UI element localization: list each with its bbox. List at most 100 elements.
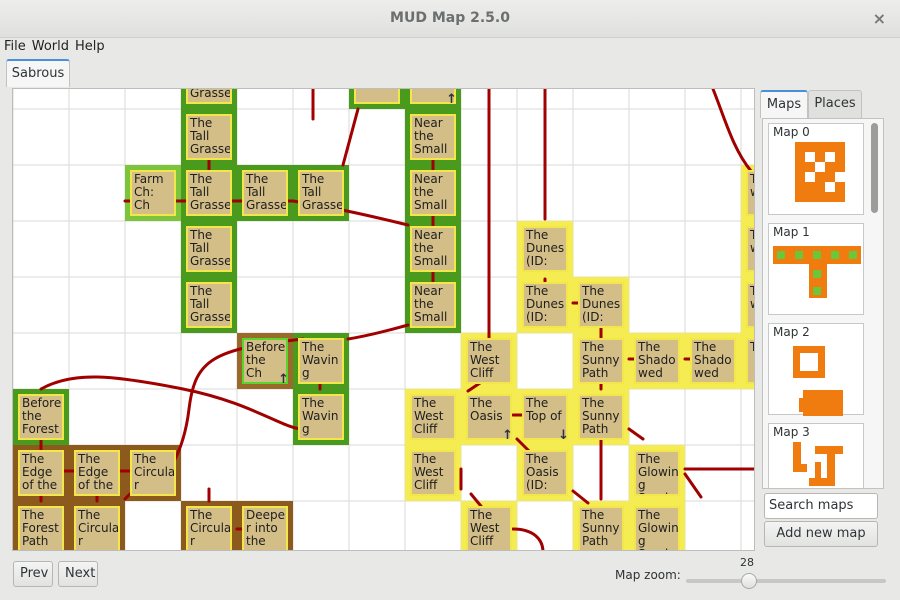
- close-icon[interactable]: ×: [872, 9, 886, 28]
- map-room[interactable]: Farm Ch: Ch: [125, 165, 181, 221]
- menu-help[interactable]: Help: [75, 39, 105, 54]
- map-room[interactable]: The Circula r: [69, 501, 125, 550]
- room-name: The Shado wed: [690, 338, 736, 384]
- zoom-slider-track[interactable]: [686, 579, 886, 583]
- room-name: The Tall Grasse: [242, 170, 288, 216]
- map-room[interactable]: Near the Small: [405, 277, 461, 333]
- map-room[interactable]: The Dunes (ID:: [517, 221, 573, 277]
- next-button[interactable]: Next: [58, 561, 98, 587]
- map-thumb-0[interactable]: Map 0: [768, 123, 864, 215]
- map-room[interactable]: The Sunny Path: [573, 389, 629, 445]
- room-name: The Forest Path: [18, 506, 64, 550]
- prev-button[interactable]: Prev: [13, 561, 53, 587]
- map-room[interactable]: ↑: [405, 89, 461, 109]
- map-room[interactable]: Near the Small: [405, 109, 461, 165]
- map-room[interactable]: The S w: [741, 221, 754, 277]
- map-room[interactable]: Before the Ch↑: [237, 333, 293, 389]
- map-room[interactable]: The Circula r: [181, 501, 237, 550]
- map-room[interactable]: The West Cliff: [461, 501, 517, 550]
- room-name: The Tall Grasse: [186, 282, 232, 328]
- map-room[interactable]: The Tall Grasse: [237, 165, 293, 221]
- tab-places[interactable]: Places: [808, 90, 862, 118]
- arrow-up-icon: ↑: [502, 428, 513, 443]
- room-name: The S: [746, 338, 754, 384]
- room-name: The Tall Grasse: [186, 170, 232, 216]
- map-room[interactable]: The Oasis (ID:: [517, 445, 573, 501]
- map-room[interactable]: The West Cliff: [461, 333, 517, 389]
- map-room[interactable]: Deepe r into the: [237, 501, 293, 550]
- sidebar: Maps Places Map 0 Map 1: [760, 88, 888, 550]
- map-thumb-label: Map 3: [773, 425, 810, 439]
- map-room[interactable]: The Edge of the: [13, 445, 69, 501]
- map-1-preview: [773, 246, 861, 298]
- map-room[interactable]: The Dunes (ID:: [517, 277, 573, 333]
- arrow-up-icon: ↑: [446, 92, 457, 107]
- map-room[interactable]: The Tall Grasse: [181, 221, 237, 277]
- room-name: (ID:: [354, 89, 400, 104]
- map-thumb-3[interactable]: Map 3: [768, 423, 864, 488]
- map-room[interactable]: The Glowin g Sand: [629, 445, 685, 501]
- map-3-preview: [793, 442, 843, 486]
- map-room[interactable]: The Tall Grasse: [181, 89, 237, 109]
- map-room[interactable]: The S w: [741, 165, 754, 221]
- map-room[interactable]: The Glowin g Sand: [629, 501, 685, 550]
- tab-maps[interactable]: Maps: [760, 90, 808, 118]
- tab-sabrous[interactable]: Sabrous: [6, 59, 70, 87]
- menu-bar: File World Help: [0, 38, 900, 58]
- zoom-slider-handle[interactable]: [741, 573, 757, 589]
- title-bar[interactable]: MUD Map 2.5.0 ×: [0, 0, 900, 38]
- map-room[interactable]: The Tall Grasse: [293, 165, 349, 221]
- room-name: The Sunny Path: [578, 394, 624, 440]
- map-thumb-label: Map 1: [773, 225, 810, 239]
- map-room[interactable]: The Edge of the: [69, 445, 125, 501]
- room-name: The Edge of the: [74, 450, 120, 496]
- map-room[interactable]: The Wavin g: [293, 333, 349, 389]
- room-name: The West Cliff: [410, 394, 456, 440]
- room-name: The Shado wed: [634, 338, 680, 384]
- map-room[interactable]: The Wavin g: [293, 389, 349, 445]
- map-room[interactable]: (ID:: [349, 89, 405, 109]
- map-room[interactable]: The Top of↓: [517, 389, 573, 445]
- room-name: The Sunny Path: [578, 338, 624, 384]
- menu-file[interactable]: File: [4, 39, 26, 54]
- map-room[interactable]: Before the Forest: [13, 389, 69, 445]
- room-name: The Circula r: [186, 506, 232, 550]
- map-room[interactable]: The Tall Grasse: [181, 165, 237, 221]
- map-room[interactable]: The West Cliff: [405, 445, 461, 501]
- map-room[interactable]: The Tall Grasse: [181, 277, 237, 333]
- map-room[interactable]: The Tall Grasse: [181, 109, 237, 165]
- map-room[interactable]: The Circula r: [125, 445, 181, 501]
- map-room[interactable]: Near the Small: [405, 221, 461, 277]
- map-room[interactable]: The Sunny Path: [573, 333, 629, 389]
- map-list-scrollbar[interactable]: [871, 123, 878, 213]
- map-room[interactable]: The West Cliff: [405, 389, 461, 445]
- room-exit-line: [515, 437, 531, 453]
- menu-world[interactable]: World: [31, 39, 70, 54]
- room-name: Near the Small: [410, 170, 456, 216]
- map-thumb-2[interactable]: Map 2: [768, 323, 864, 416]
- room-name: The Edge of the: [18, 450, 64, 496]
- map-canvas[interactable]: The Tall Grasse(ID:↑The Tall GrasseNear …: [12, 88, 755, 551]
- room-name: The Tall Grasse: [186, 114, 232, 160]
- room-name: The West Cliff: [466, 338, 512, 384]
- map-room[interactable]: The Shado wed: [629, 333, 685, 389]
- map-room[interactable]: The Dunes (ID:: [573, 277, 629, 333]
- room-name: The Oasis (ID:: [522, 450, 568, 496]
- room-name: The Glowin g Sand: [634, 450, 680, 496]
- map-room[interactable]: The S w: [741, 277, 754, 333]
- room-name: Before the Forest: [18, 394, 64, 440]
- map-room[interactable]: The Shado wed: [685, 333, 741, 389]
- map-room[interactable]: The S: [741, 333, 754, 389]
- map-room[interactable]: The Oasis↑: [461, 389, 517, 445]
- map-room[interactable]: The Sunny Path: [573, 501, 629, 550]
- room-name: The Dunes (ID:: [522, 226, 568, 272]
- map-2-preview: [793, 346, 843, 416]
- room-name: The Circula r: [74, 506, 120, 550]
- map-room[interactable]: Near the Small: [405, 165, 461, 221]
- map-room[interactable]: The Forest Path: [13, 501, 69, 550]
- map-thumb-label: Map 2: [773, 325, 810, 339]
- add-new-map-button[interactable]: Add new map: [764, 521, 878, 547]
- map-thumb-1[interactable]: Map 1: [768, 223, 864, 315]
- search-maps-input[interactable]: Search maps: [764, 493, 878, 519]
- zoom-value: 28: [740, 556, 754, 569]
